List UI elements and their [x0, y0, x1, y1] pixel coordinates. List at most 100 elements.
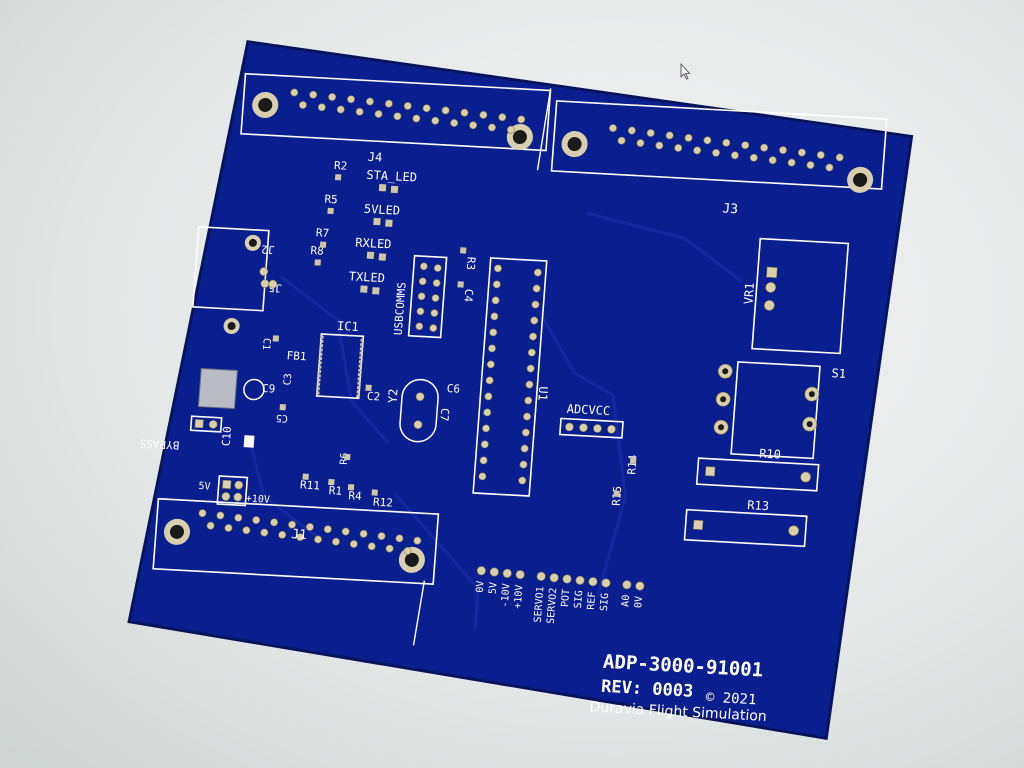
- db25-pin: [355, 107, 364, 116]
- smd-pad: [457, 281, 464, 288]
- db25-pin: [234, 513, 243, 522]
- led-pad: [378, 253, 387, 261]
- label-r13: R13: [747, 498, 770, 513]
- smd-pad: [613, 490, 620, 497]
- db25-pin: [260, 528, 269, 537]
- label-pwr-10v: +10V: [245, 494, 270, 506]
- resistor-pad: [327, 207, 334, 215]
- header-pin: [593, 424, 602, 433]
- smd-pads: [272, 247, 637, 497]
- dip-pin: [484, 392, 493, 401]
- ic-pad: [319, 348, 323, 352]
- header-pin: [429, 324, 438, 332]
- db25-pin: [309, 90, 318, 99]
- label-r14: R14: [625, 454, 639, 475]
- header-pin-label: POT: [560, 589, 572, 608]
- db25-pin: [328, 93, 337, 101]
- dip-pin: [478, 472, 487, 481]
- dip-pin: [488, 344, 496, 353]
- ic-pad: [316, 391, 320, 395]
- ic-u1-outline: [472, 257, 548, 497]
- db25-pin: [498, 113, 507, 122]
- connector-j1-pins: [198, 509, 422, 555]
- db25-pin: [506, 125, 515, 134]
- board-substrate: [129, 41, 912, 739]
- db25-pin: [431, 116, 440, 125]
- db25-pin: [298, 101, 307, 109]
- db25-pin: [741, 141, 750, 150]
- db25-pin: [722, 138, 731, 147]
- ic-pad: [360, 342, 364, 347]
- dip-pin: [523, 412, 531, 421]
- label-bypass: BYPASS: [139, 436, 180, 451]
- label-adcvcc: ADCVCC: [566, 402, 610, 418]
- label-r5: R5: [324, 193, 338, 207]
- mount-hole: [252, 91, 279, 118]
- ic-pad: [358, 360, 363, 364]
- smd-pad: [279, 403, 286, 411]
- db25-pin: [413, 536, 422, 545]
- ic-pad: [359, 351, 363, 355]
- db25-pin: [377, 532, 386, 541]
- db25-pin: [385, 544, 394, 553]
- header-pin: [420, 262, 428, 271]
- label-j3: J3: [722, 201, 739, 217]
- label-c4: C4: [461, 289, 475, 303]
- label-j4: J4: [367, 150, 382, 165]
- led-pad: [385, 219, 393, 227]
- led-pad: [360, 285, 368, 293]
- label-y2: Y2: [386, 388, 401, 403]
- label-ic1: IC1: [337, 319, 360, 334]
- db25-pin: [768, 156, 777, 165]
- led-pad: [366, 251, 375, 260]
- smd-pad: [629, 457, 637, 464]
- label-rxled: RXLED: [355, 235, 392, 251]
- ic-pad: [316, 387, 320, 391]
- db25-pin: [224, 524, 233, 532]
- header-pin-label: 0V: [633, 596, 645, 609]
- label-s1: S1: [831, 366, 846, 381]
- led-pads: [314, 174, 399, 295]
- label-pwr-5v: 5V: [198, 481, 211, 493]
- ic-pad: [359, 347, 364, 351]
- dip-pin: [518, 476, 527, 485]
- label-r7: R7: [315, 226, 329, 240]
- dip-pin: [520, 444, 529, 453]
- db25-pin: [332, 537, 340, 546]
- smd-pad: [347, 484, 355, 491]
- label-u1: U1: [535, 386, 550, 401]
- label-txled: TXLED: [348, 269, 385, 285]
- header-pin: [417, 292, 426, 301]
- label-c5: C5: [276, 412, 289, 424]
- header-pin: [601, 578, 611, 588]
- header-pin: [562, 574, 572, 584]
- db25-pin: [412, 114, 421, 123]
- db25-pin: [655, 141, 664, 150]
- header-pin: [565, 422, 574, 432]
- db25-pin: [206, 521, 215, 530]
- label-c7: C7: [437, 408, 451, 422]
- db25-pin: [646, 129, 655, 137]
- header-pin: [431, 294, 440, 302]
- label-fb1: FB1: [286, 349, 307, 363]
- switch-s1-outline: [730, 361, 821, 460]
- db25-pin: [617, 136, 626, 145]
- ic-pad: [358, 364, 362, 368]
- ic-pad: [318, 356, 323, 361]
- connector-j3-pins: [609, 124, 844, 172]
- mount-hole: [163, 518, 191, 545]
- label-r2: R2: [334, 159, 348, 173]
- dip-pin: [490, 312, 499, 321]
- led-pad: [378, 184, 387, 192]
- smd-pad: [459, 247, 467, 254]
- copyright-label: © 2021: [705, 690, 757, 709]
- ic-pad: [356, 394, 360, 398]
- ic-u1-pins: [478, 264, 542, 485]
- ic-pad: [357, 377, 361, 381]
- smd-pad: [371, 489, 378, 496]
- adcvcc-header-pins: [565, 422, 616, 434]
- label-r4: R4: [348, 489, 363, 503]
- label-vr1: VR1: [741, 282, 757, 304]
- ic-pad: [320, 335, 324, 339]
- regulator-package: [197, 368, 238, 410]
